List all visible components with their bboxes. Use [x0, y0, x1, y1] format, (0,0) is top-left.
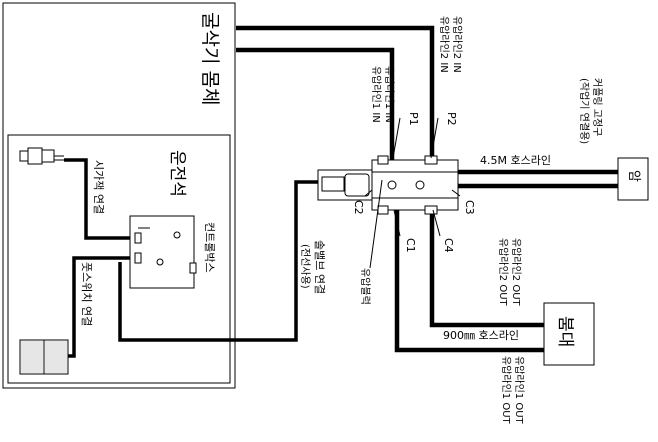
cigar-jack-icon [19, 147, 64, 165]
label-out1-a: 유압라인1 OUT [513, 356, 526, 425]
label-in2-a: 유압라인2 IN [451, 16, 464, 73]
label-control-box: 컨트롤박스 [203, 222, 216, 273]
oil-block [371, 155, 459, 215]
hose-line1-in [236, 47, 395, 168]
label-coupler-a: 커플링 고정구 [591, 78, 603, 136]
label-out1-b: 유압라인1 OUT [500, 356, 513, 425]
label-solenoid: 솔밸브 연결 [313, 240, 326, 294]
hose-line2-in [236, 25, 435, 168]
label-p2: P2 [445, 112, 458, 126]
cab-frame [7, 134, 231, 384]
label-solenoid-sub: (전선사용) [299, 244, 311, 289]
label-c2: C2 [352, 200, 365, 215]
label-oil-block: 유압블럭 [359, 268, 372, 305]
label-out2-b: 유압라인2 OUT [497, 238, 510, 307]
label-boom: 붐대 [555, 316, 575, 347]
excavator-body-frame [2, 2, 236, 389]
label-cab: 운전석 [167, 150, 187, 197]
label-c1: C1 [404, 238, 417, 253]
wire-cigar-jack [64, 158, 138, 240]
label-arm: 암 [626, 170, 641, 182]
control-box [129, 215, 197, 289]
solenoid-valve [317, 169, 375, 201]
label-in1-a: 유압라인1 IN [383, 66, 396, 123]
label-cigar-jack: 시가잭 연결 [92, 160, 105, 214]
label-in2-b: 유압라인2 IN [438, 16, 451, 73]
hose-line1-out [394, 200, 544, 353]
boom-box [543, 302, 595, 366]
label-hose-4-5m: 4.5M 호스라인 [480, 154, 551, 167]
label-in1-b: 유압라인1 IN [370, 66, 383, 123]
label-excavator-body: 굴삭기 몸체 [199, 12, 221, 105]
label-coupler-b: (작업기 연결용) [578, 78, 591, 144]
hose-line2-out [429, 200, 544, 328]
label-hose-900: 900㎜ 호스라인 [443, 329, 519, 342]
label-out2-a: 유압라인2 OUT [510, 238, 523, 307]
label-c3: C3 [463, 200, 476, 215]
label-foot-switch: 풋스위치 연결 [80, 262, 93, 326]
wire-foot-switch [68, 256, 138, 358]
label-p1: P1 [407, 112, 420, 126]
foot-switch-icon [19, 339, 69, 375]
wire-solenoid [118, 180, 318, 342]
arm-box [617, 157, 649, 201]
label-c4: C4 [442, 238, 455, 253]
